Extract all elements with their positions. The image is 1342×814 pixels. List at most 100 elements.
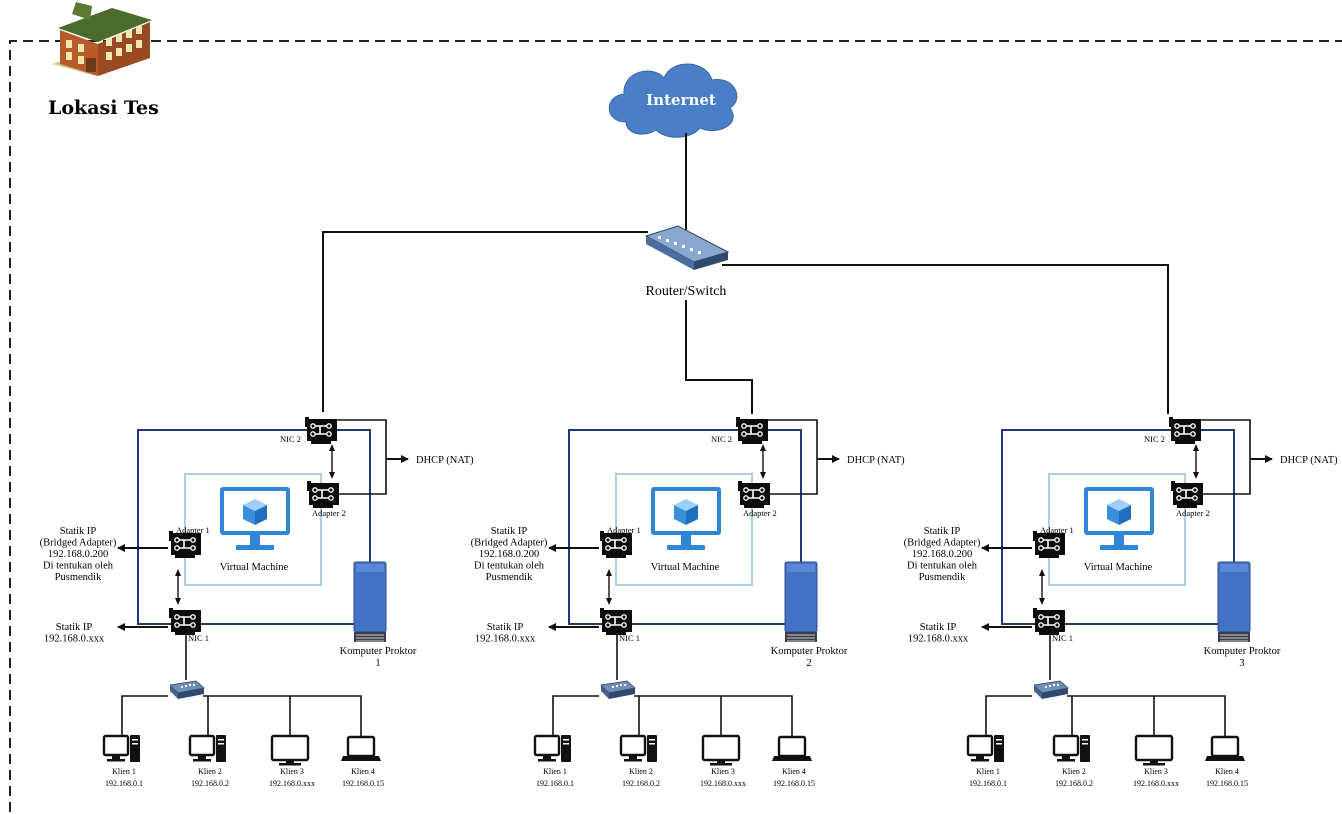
- bridged-ip-label: Di tentukan oleh: [43, 561, 114, 572]
- client-bus-left: [985, 695, 1032, 740]
- client-ip: 192.168.0.15: [342, 779, 384, 788]
- client-name: Klien 3: [711, 767, 735, 776]
- location-boundary: [9, 40, 1342, 812]
- adapter1-label: Adapter 1: [607, 525, 641, 535]
- proctor-number: 2: [806, 658, 811, 669]
- client-desktop-icon: [1052, 733, 1092, 764]
- bridged-ip-label: 192.168.0.200: [48, 549, 108, 560]
- bridged-ip-label: Di tentukan oleh: [474, 561, 545, 572]
- client-name: Klien 1: [976, 767, 1000, 776]
- bridged-ip-label: Statik IP: [491, 526, 528, 537]
- proctor-number: 1: [375, 658, 380, 669]
- proctor-host-frame: [1001, 429, 1235, 625]
- nic2-icon: [735, 416, 769, 445]
- lan-switch-icon: [169, 680, 205, 700]
- client-desktop-icon: [966, 733, 1006, 764]
- adapter2-label: Adapter 2: [312, 508, 346, 518]
- bridged-ip-label: Statik IP: [924, 526, 961, 537]
- nic2-icon: [304, 416, 338, 445]
- client-ip: 192.168.0.xxx: [700, 779, 746, 788]
- lan-switch-icon: [600, 680, 636, 700]
- client-desktop-icon: [188, 733, 228, 764]
- virtual-machine-icon: [651, 487, 721, 550]
- bridged-ip-label: Statik IP: [60, 526, 97, 537]
- client-name: Klien 3: [280, 767, 304, 776]
- client-ip: 192.168.0.xxx: [1133, 779, 1179, 788]
- nic1-icon: [1032, 607, 1066, 636]
- static-ip-label: 192.168.0.xxx: [44, 634, 105, 645]
- uplink-2: [685, 300, 753, 414]
- bridged-ip-label: 192.168.0.200: [912, 549, 972, 560]
- proctor-unit: Virtual Machine DHCP (NAT) NIC 2 Adapter 2 A…: [40, 416, 474, 788]
- client-ip: 192.168.0.15: [773, 779, 815, 788]
- client-ip: 192.168.0.1: [105, 779, 143, 788]
- adapter1-nic1-link: [175, 569, 181, 605]
- proctor-number: 3: [1239, 658, 1244, 669]
- nic1-label: NIC 1: [1052, 633, 1073, 643]
- nic2-adapter2-link: [329, 444, 335, 479]
- client-ip: 192.168.0.1: [969, 779, 1007, 788]
- client-ip: 192.168.0.2: [622, 779, 660, 788]
- virtual-machine-label: Virtual Machine: [1084, 562, 1153, 573]
- static-ip-label: Statik IP: [920, 622, 957, 633]
- proctor-computer-icon: [1217, 561, 1251, 643]
- bridged-ip-label: (Bridged Adapter): [904, 538, 981, 549]
- dhcp-label: DHCP (NAT): [1280, 455, 1338, 466]
- bridged-ip-label: (Bridged Adapter): [471, 538, 548, 549]
- uplink-3: [722, 264, 1169, 414]
- nic2-adapter2-link: [1193, 444, 1199, 479]
- lan-switch-icon: [1033, 680, 1069, 700]
- client-ip: 192.168.0.2: [191, 779, 229, 788]
- nic1-label: NIC 1: [619, 633, 640, 643]
- static-ip-label: Statik IP: [56, 622, 93, 633]
- virtual-machine-box: [615, 473, 753, 586]
- adapter1-nic1-link: [606, 569, 612, 605]
- internet-label: Internet: [646, 91, 716, 109]
- router-label: Router/Switch: [646, 284, 727, 299]
- bridged-ip-label: Pusmendik: [486, 572, 533, 583]
- proctor-label: Komputer Proktor: [1204, 646, 1281, 657]
- proctor-label: Komputer Proktor: [771, 646, 848, 657]
- bridged-ip-label: Pusmendik: [919, 572, 966, 583]
- client-laptop-icon: [1203, 735, 1247, 763]
- adapter1-label: Adapter 1: [1040, 525, 1074, 535]
- client-name: Klien 3: [1144, 767, 1168, 776]
- adapter2-icon: [737, 480, 771, 509]
- virtual-machine-label: Virtual Machine: [651, 562, 720, 573]
- virtual-machine-label: Virtual Machine: [220, 562, 289, 573]
- adapter2-label: Adapter 2: [1176, 508, 1210, 518]
- client-desktop-icon: [533, 733, 573, 764]
- adapter2-icon: [1170, 480, 1204, 509]
- client-monitor-icon: [270, 734, 310, 767]
- virtual-machine-icon: [220, 487, 290, 550]
- uplink-1: [322, 231, 648, 412]
- client-ip: 192.168.0.1: [536, 779, 574, 788]
- nat-link: [1201, 419, 1251, 495]
- client-name: Klien 4: [1215, 767, 1239, 776]
- nic2-adapter2-link: [760, 444, 766, 479]
- client-laptop-icon: [339, 735, 383, 763]
- proctor-computer-icon: [784, 561, 818, 643]
- static-ip-label: 192.168.0.xxx: [475, 634, 536, 645]
- bridged-ip-label: 192.168.0.200: [479, 549, 539, 560]
- adapter1-icon: [1032, 530, 1066, 559]
- proctor-label: Komputer Proktor: [340, 646, 417, 657]
- adapter2-label: Adapter 2: [743, 508, 777, 518]
- bridged-ip-label: Di tentukan oleh: [907, 561, 978, 572]
- nic2-label: NIC 2: [711, 434, 732, 444]
- bridged-ip-label: (Bridged Adapter): [40, 538, 117, 549]
- client-name: Klien 2: [629, 767, 653, 776]
- nic2-label: NIC 2: [280, 434, 301, 444]
- building-icon: [52, 2, 152, 76]
- proctor-computer-icon: [353, 561, 387, 643]
- dhcp-label: DHCP (NAT): [416, 455, 474, 466]
- nic2-icon: [1168, 416, 1202, 445]
- nic1-icon: [599, 607, 633, 636]
- nat-link: [768, 419, 818, 495]
- adapter1-label: Adapter 1: [176, 525, 210, 535]
- static-ip-label: 192.168.0.xxx: [908, 634, 969, 645]
- client-bus-left: [121, 695, 168, 740]
- client-ip: 192.168.0.xxx: [269, 779, 315, 788]
